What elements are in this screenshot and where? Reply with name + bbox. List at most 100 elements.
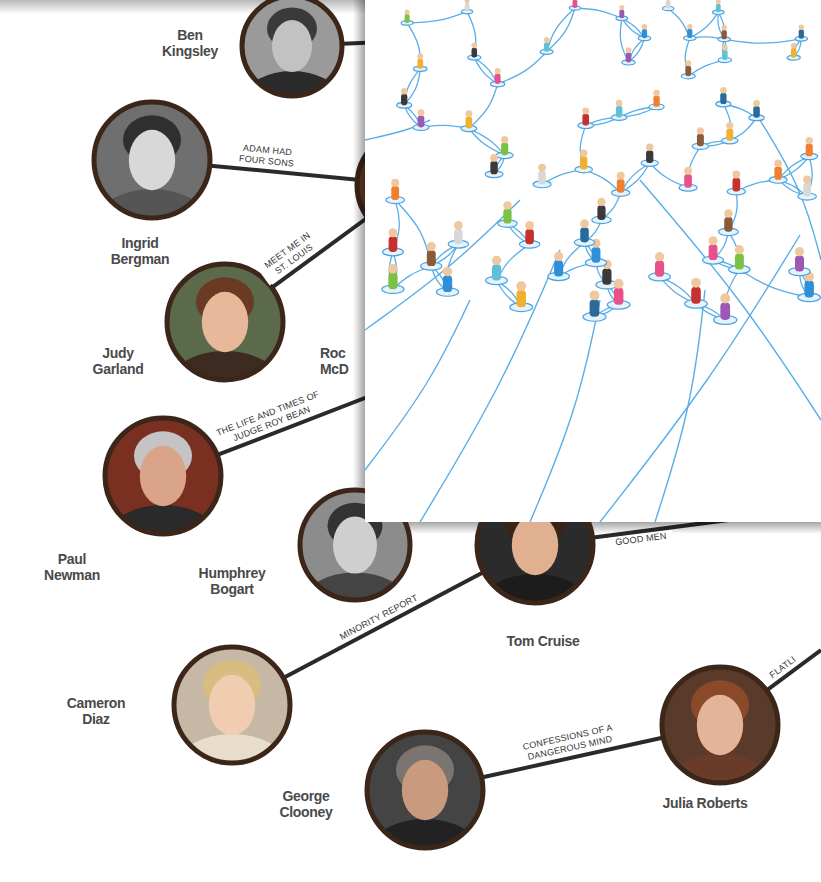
photo-face — [140, 446, 186, 506]
figure-body — [495, 73, 501, 84]
figure-body — [490, 161, 497, 174]
person-figure — [496, 136, 513, 159]
person-figure — [510, 281, 533, 311]
figure-body — [709, 244, 718, 260]
person-figure — [540, 37, 553, 54]
portrait-border — [367, 732, 483, 848]
person-figure — [692, 127, 709, 149]
portrait-border — [477, 487, 593, 603]
actor-node: George Clooney — [367, 732, 483, 848]
figure-head — [501, 136, 508, 143]
network-line — [530, 300, 600, 522]
figure-head — [582, 107, 589, 114]
figure-head — [388, 264, 398, 274]
figure-body — [720, 302, 730, 319]
figure-body — [389, 236, 398, 252]
figure-body — [602, 268, 611, 284]
person-figure — [461, 0, 472, 14]
actor-portrait — [367, 732, 483, 848]
person-figure — [787, 43, 800, 61]
figure-head — [492, 256, 501, 265]
figure-head — [697, 127, 704, 134]
actor-portrait — [94, 102, 210, 218]
figure-head — [554, 252, 563, 261]
person-figure — [703, 236, 724, 264]
figure-body — [804, 281, 813, 298]
figure-head — [666, 0, 671, 1]
figure-body — [726, 128, 733, 140]
person-figure — [714, 293, 737, 324]
figure-body — [646, 150, 653, 163]
figure-body — [803, 183, 811, 197]
figure-head — [465, 110, 472, 117]
actor-node: Humphrey Bogart — [300, 490, 410, 600]
people-network — [365, 0, 821, 522]
figure-body — [720, 93, 726, 104]
person-figure — [382, 264, 404, 293]
figure-body — [466, 117, 473, 129]
person-figure — [583, 290, 606, 321]
figure-body — [544, 42, 549, 52]
figure-body — [685, 66, 691, 76]
actor-portrait — [174, 647, 290, 763]
photo-face — [129, 130, 175, 190]
actor-name: Tom Cruise — [488, 634, 598, 650]
figure-head — [471, 43, 477, 49]
portrait-border — [105, 418, 221, 534]
figure-head — [709, 236, 718, 245]
network-line — [655, 290, 705, 522]
figure-body — [454, 229, 463, 244]
person-figure — [649, 90, 664, 110]
portrait-border — [167, 264, 283, 380]
figure-body — [538, 171, 546, 185]
figure-body — [391, 186, 399, 200]
portrait-border — [300, 490, 410, 600]
actor-portrait — [477, 487, 593, 603]
figure-head — [391, 179, 399, 187]
figure-body — [732, 178, 740, 192]
network-line — [498, 52, 547, 84]
figure-head — [580, 149, 588, 157]
figure-head — [503, 201, 511, 209]
figure-body — [525, 229, 534, 244]
network-line — [688, 60, 725, 76]
photo-face — [272, 20, 312, 72]
portrait-border — [662, 667, 778, 783]
film-title: CONFESSIONS OF A DANGEROUS MIND — [496, 717, 641, 770]
photo-face — [697, 695, 743, 755]
figure-head — [653, 90, 659, 96]
figure-body — [503, 209, 511, 224]
person-figure — [569, 0, 580, 10]
person-figure — [681, 60, 695, 79]
actor-node: Paul Newman — [105, 418, 221, 534]
figure-head — [427, 242, 436, 251]
person-figure — [383, 228, 404, 256]
figure-head — [495, 68, 501, 74]
figure-body — [417, 59, 423, 69]
portrait-border — [94, 102, 210, 218]
person-figure — [401, 9, 413, 25]
network-line — [469, 129, 505, 156]
figure-head — [791, 43, 797, 49]
person-figure — [461, 110, 477, 131]
inset-shadow — [353, 0, 365, 534]
figure-head — [720, 87, 726, 93]
figure-body — [592, 247, 601, 263]
figure-body — [616, 106, 623, 118]
network-line — [407, 12, 467, 23]
figure-head — [490, 154, 498, 162]
figure-body — [554, 260, 563, 276]
network-line — [365, 300, 470, 470]
person-figure — [684, 24, 696, 41]
figure-head — [614, 279, 624, 289]
figure-body — [614, 288, 624, 305]
figure-body — [806, 144, 813, 157]
person-figure — [649, 252, 671, 281]
figure-body — [580, 156, 587, 169]
actor-portrait — [300, 490, 410, 600]
figure-body — [655, 260, 664, 276]
network-line — [622, 18, 645, 38]
figure-head — [795, 247, 804, 256]
figure-body — [722, 30, 727, 39]
person-figure — [798, 272, 820, 302]
